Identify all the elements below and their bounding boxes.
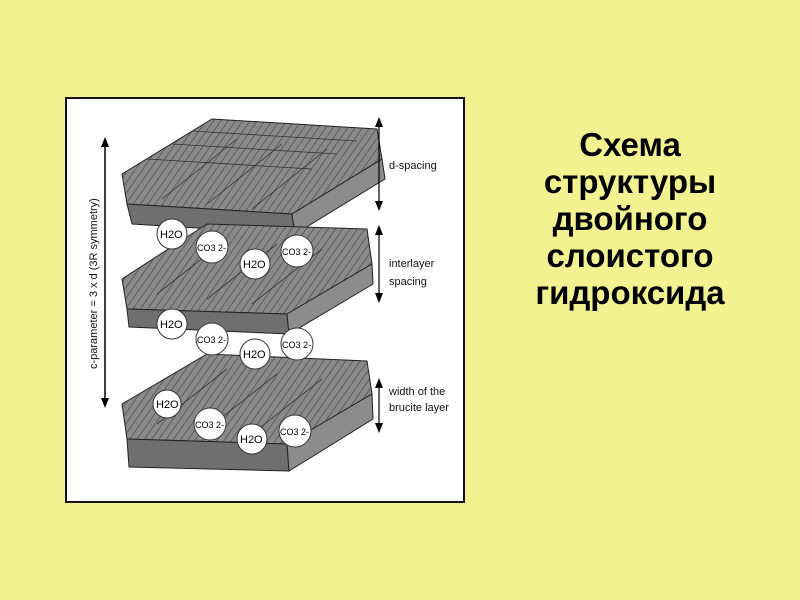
carbonate-label: CO3 2- [282, 340, 311, 350]
water-label: H2O [156, 399, 179, 411]
carbonate-label: CO3 2- [282, 247, 311, 257]
brucite-label-line1: width of the [388, 386, 445, 398]
d-spacing-arrow [375, 117, 383, 211]
carbonate-label: CO3 2- [195, 420, 224, 430]
carbonate-label: CO3 2- [197, 243, 226, 253]
water-label: H2O [160, 229, 183, 241]
title-line: двойного [552, 200, 708, 237]
structure-figure: c-parameter = 3 x d (3R symmetry) [65, 97, 465, 503]
water-label: H2O [243, 259, 266, 271]
interlayer-molecules-middle: H2O CO3 2- H2O CO3 2- [156, 308, 314, 370]
carbonate-label: CO3 2- [197, 335, 226, 345]
water-label: H2O [243, 349, 266, 361]
brucite-layer-bottom [121, 353, 374, 472]
ldh-structure-diagram: c-parameter = 3 x d (3R symmetry) [88, 117, 449, 472]
interlayer-molecules-lower: H2O CO3 2- H2O CO3 2- [152, 389, 312, 455]
water-label: H2O [160, 319, 183, 331]
interlayer-molecules-upper: H2O CO3 2- H2O CO3 2- [156, 218, 314, 280]
c-parameter-arrow [101, 137, 109, 408]
brucite-layer-top [121, 118, 386, 235]
slide-title: Схема структуры двойного слоистого гидро… [520, 126, 740, 311]
c-parameter-label: c-parameter = 3 x d (3R symmetry) [88, 198, 100, 369]
water-label: H2O [240, 434, 263, 446]
title-line: структуры [543, 163, 717, 200]
brucite-label-line2: brucite layer [389, 402, 449, 414]
brucite-width-arrow [375, 378, 383, 433]
interlayer-spacing-arrow [375, 225, 383, 303]
interlayer-label-line1: interlayer [389, 258, 435, 270]
title-line: гидроксида [535, 274, 725, 311]
carbonate-label: CO3 2- [280, 427, 309, 437]
title-line: Схема [579, 126, 681, 163]
title-line: слоистого [546, 237, 714, 274]
d-spacing-label: d-spacing [389, 160, 437, 172]
interlayer-label-line2: spacing [389, 276, 427, 288]
